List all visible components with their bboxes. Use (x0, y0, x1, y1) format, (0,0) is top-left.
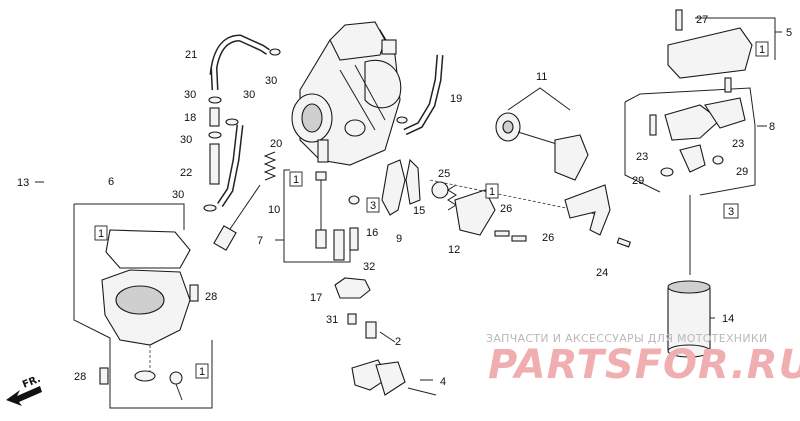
carburetor-body (291, 21, 402, 166)
callout-19: 19 (450, 93, 462, 105)
boxed-label: 1 (293, 174, 299, 186)
top-cap-group (667, 9, 776, 79)
callout-32: 32 (363, 261, 375, 273)
front-arrow-icon (6, 386, 42, 406)
callout-29: 29 (632, 175, 644, 187)
hoses (209, 34, 444, 207)
watermark-caption: ЗАПЧАСТИ И АКСЕССУАРЫ ДЛЯ МОТОТЕХНИКИ (486, 332, 768, 345)
boxed-label: 3 (370, 200, 376, 212)
callout-28: 28 (205, 291, 217, 303)
watermark-logo: PARTSFOR.RU (488, 342, 800, 388)
callout-30: 30 (265, 75, 277, 87)
callout-26: 26 (542, 232, 554, 244)
callout-8: 8 (769, 121, 775, 133)
boxed-label: 3 (728, 206, 734, 218)
callout-14: 14 (722, 313, 734, 325)
callout-11: 11 (536, 71, 547, 83)
callout-20: 20 (270, 138, 282, 150)
bracket (564, 184, 632, 248)
boxed-label-frame (755, 41, 769, 57)
needle-jet-group (213, 151, 360, 263)
callout-9: 9 (396, 233, 402, 245)
callout-23: 23 (636, 151, 648, 163)
callout-15: 15 (413, 205, 425, 217)
callout-28: 28 (74, 371, 86, 383)
callout-27: 27 (696, 14, 708, 26)
callout-26: 26 (500, 203, 512, 215)
float-chamber-group (73, 203, 213, 409)
callout-16: 16 (366, 227, 378, 239)
boxed-label-frame (289, 171, 303, 187)
leader-lines (35, 31, 782, 381)
callout-29: 29 (736, 166, 748, 178)
boxed-label-frame (366, 197, 380, 213)
boxed-label: 1 (199, 366, 205, 378)
callout-30: 30 (243, 89, 255, 101)
boxed-label: 1 (98, 228, 104, 240)
boxed-label: 1 (489, 186, 495, 198)
callout-17: 17 (310, 292, 322, 304)
callout-30: 30 (180, 134, 192, 146)
callout-30: 30 (184, 89, 196, 101)
boxed-label: 1 (759, 44, 765, 56)
callout-24: 24 (596, 267, 608, 279)
callout-31: 31 (326, 314, 338, 326)
callout-2: 2 (395, 336, 401, 348)
callout-18: 18 (184, 112, 196, 124)
callout-12: 12 (448, 244, 460, 256)
boxed-label-frame (94, 225, 108, 241)
boxed-label-frame (485, 183, 499, 199)
callout-10: 10 (268, 204, 280, 216)
callout-21: 21 (185, 49, 197, 61)
boxed-label-frame (195, 363, 209, 379)
callout-5: 5 (786, 27, 792, 39)
callout-22: 22 (180, 167, 192, 179)
clips-fittings (203, 48, 408, 212)
boxed-label-frame (723, 203, 739, 219)
callout-23: 23 (732, 138, 744, 150)
choke-lever-group (624, 77, 756, 196)
jet-needle-14 (667, 195, 711, 358)
callout-6: 6 (108, 176, 114, 188)
throttle-drum-assembly (495, 87, 589, 181)
lower-center-parts (334, 277, 437, 396)
linkage-group (381, 158, 601, 242)
callout-30: 30 (172, 189, 184, 201)
callout-7: 7 (257, 235, 263, 247)
callout-13: 13 (17, 177, 29, 189)
callout-4: 4 (440, 376, 446, 388)
callout-25: 25 (438, 168, 450, 180)
